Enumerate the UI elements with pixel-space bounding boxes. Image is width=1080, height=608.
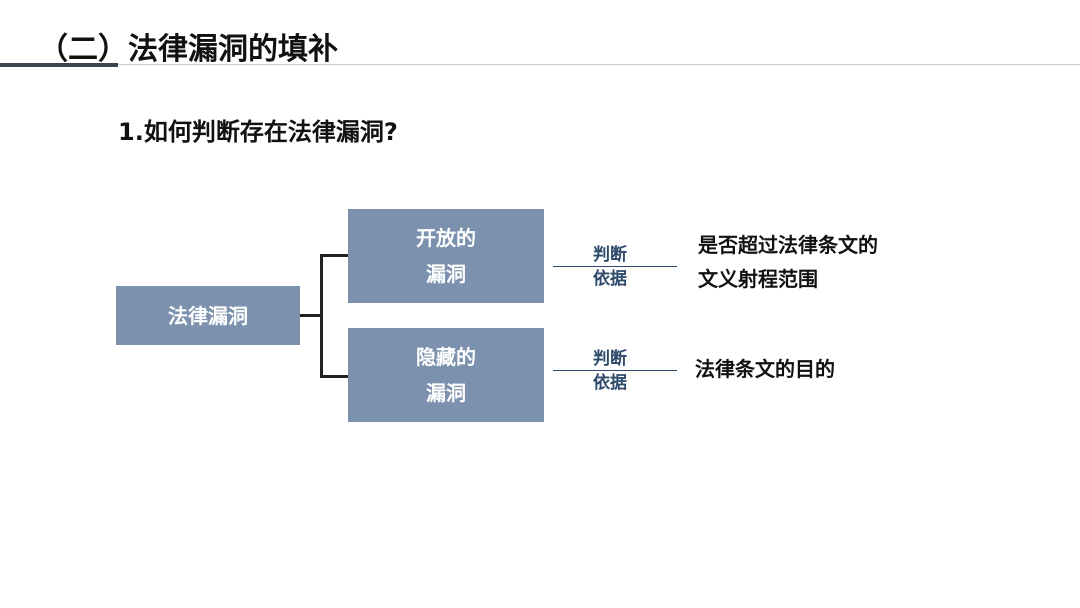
open-gap-node: 开放的 漏洞 <box>348 209 544 303</box>
result-line: 法律条文的目的 <box>695 357 835 381</box>
node-label: 开放的 <box>416 226 476 250</box>
basis-divider <box>553 370 677 371</box>
node-label: 漏洞 <box>426 381 466 405</box>
section-heading: 1.如何判断存在法律漏洞? <box>118 118 398 146</box>
connector <box>320 254 323 378</box>
connector <box>300 314 322 317</box>
basis-text: 判断 <box>593 245 627 265</box>
title-divider <box>0 64 1080 65</box>
node-label: 隐藏的 <box>416 345 476 369</box>
basis-text: 判断 <box>593 349 627 369</box>
slide-title: （二）法律漏洞的填补 <box>38 32 338 67</box>
basis-divider <box>553 266 677 267</box>
basis-text: 依据 <box>593 269 627 289</box>
connector <box>320 254 348 257</box>
result-line: 是否超过法律条文的 <box>698 233 878 257</box>
title-accent-bar <box>0 63 118 67</box>
basis-label-bottom: 判断依据 <box>565 347 655 395</box>
result-text-bottom: 法律条文的目的 <box>695 352 835 386</box>
node-label: 漏洞 <box>426 262 466 286</box>
hidden-gap-node: 隐藏的 漏洞 <box>348 328 544 422</box>
root-label: 法律漏洞 <box>168 303 248 328</box>
basis-text: 依据 <box>593 373 627 393</box>
basis-label-top: 判断依据 <box>565 243 655 291</box>
root-node: 法律漏洞 <box>116 286 300 345</box>
connector <box>320 375 348 378</box>
result-text-top: 是否超过法律条文的文义射程范围 <box>698 228 878 296</box>
result-line: 文义射程范围 <box>698 267 818 291</box>
